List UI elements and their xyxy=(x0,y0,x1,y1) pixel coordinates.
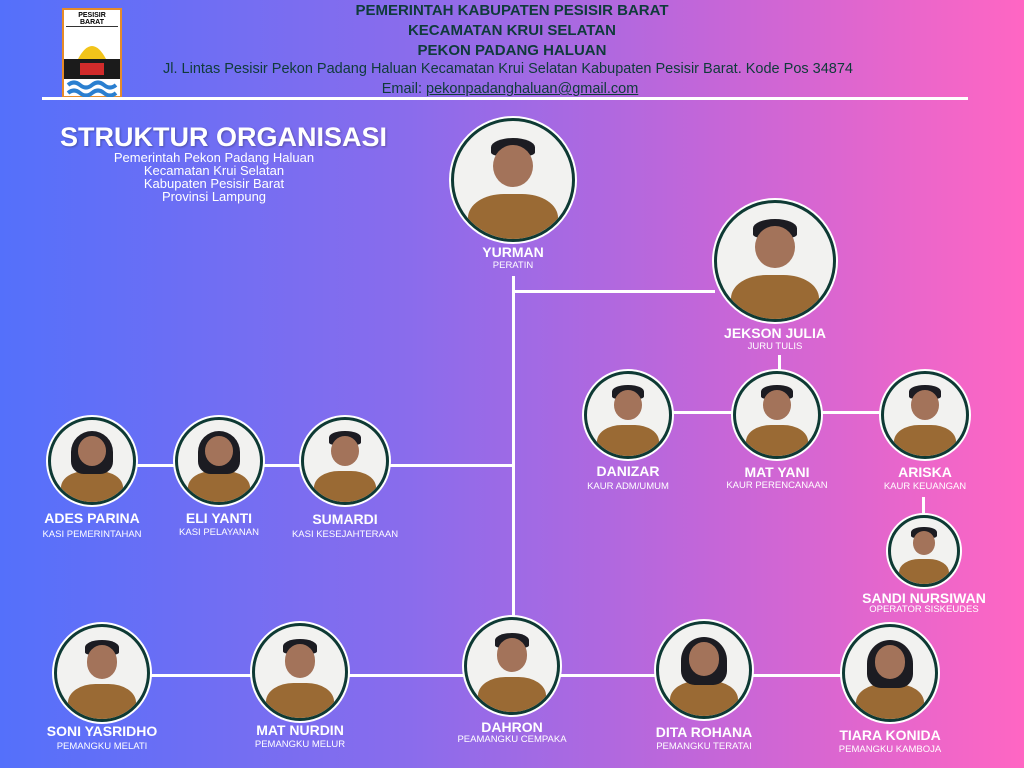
person-body-icon xyxy=(187,470,251,502)
person-body-icon xyxy=(265,683,335,718)
member-name: SUMARDI xyxy=(312,511,378,527)
subtitle-line: Pemerintah Pekon Padang Haluan xyxy=(113,150,315,165)
member-photo xyxy=(48,417,136,505)
member-photo xyxy=(584,371,672,459)
person-head-icon xyxy=(496,638,528,672)
person-body-icon xyxy=(313,470,377,502)
subtitle-line: Kabupaten Pesisir Barat xyxy=(143,176,285,191)
member-name: SANDI NURSIWAN xyxy=(862,590,986,606)
member-role: OPERATOR SISKEUDES xyxy=(869,604,979,615)
connector-line xyxy=(922,497,925,516)
member-name: ARISKA xyxy=(898,464,952,480)
person-body-icon xyxy=(60,470,124,502)
member-photo xyxy=(733,371,821,459)
person-body-icon xyxy=(67,684,137,719)
member-name: ADES PARINA xyxy=(44,510,140,526)
member-photo xyxy=(175,417,263,505)
email-link[interactable]: pekonpadanghaluan@gmail.com xyxy=(426,81,639,97)
member-role: KASI PELAYANAN xyxy=(179,527,259,538)
member-photo xyxy=(842,624,938,722)
member-role: KASI KESEJAHTERAAN xyxy=(291,529,399,540)
page-title: STRUKTUR ORGANISASI xyxy=(60,122,388,152)
connector-line xyxy=(778,355,781,371)
person-body-icon xyxy=(477,677,547,712)
member-role: KAUR ADM/UMUM xyxy=(587,481,669,492)
member-role: PEMANGKU KAMBOJA xyxy=(838,744,942,755)
member-role: PEMANGKU TERATAI xyxy=(656,741,752,752)
member-name: MAT NURDIN xyxy=(256,722,344,738)
member-role: KAUR KEUANGAN xyxy=(883,481,967,492)
member-photo xyxy=(656,621,752,719)
header-email-line: Email: pekonpadanghaluan@gmail.com xyxy=(381,81,639,97)
member-photo xyxy=(464,617,560,715)
person-body-icon xyxy=(468,194,558,239)
person-body-icon xyxy=(898,558,950,584)
member-photo xyxy=(451,118,575,242)
header-line-1: PEMERINTAH KABUPATEN PESISIR BARAT xyxy=(355,2,669,19)
member-name: SONI YASRIDHO xyxy=(46,723,158,739)
person-head-icon xyxy=(86,645,118,679)
header-address: Jl. Lintas Pesisir Pekon Padang Haluan K… xyxy=(163,61,853,77)
member-name: DAHRON xyxy=(481,719,543,735)
person-head-icon xyxy=(911,390,939,420)
member-name: JEKSON JULIA xyxy=(724,325,826,341)
regency-emblem-icon xyxy=(64,46,120,98)
person-head-icon xyxy=(614,390,642,420)
person-head-icon xyxy=(205,436,233,466)
person-body-icon xyxy=(745,424,809,456)
member-name: TIARA KONIDA xyxy=(839,727,941,743)
header-line-3: PEKON PADANG HALUAN xyxy=(417,42,607,59)
person-body-icon xyxy=(596,424,660,456)
person-body-icon xyxy=(893,424,957,456)
member-photo xyxy=(714,200,836,322)
member-role: PERATIN xyxy=(492,260,534,271)
member-name: MAT YANI xyxy=(744,464,810,480)
member-photo xyxy=(54,624,150,722)
subtitle-line: Kecamatan Krui Selatan xyxy=(143,163,285,178)
member-role: PEAMANGKU CEMPAKA xyxy=(457,734,567,745)
member-role: JURU TULIS xyxy=(747,341,803,352)
member-role: PEMANGKU MELATI xyxy=(56,741,148,752)
regency-logo: PESISIR BARAT xyxy=(62,8,122,98)
member-photo xyxy=(252,623,348,721)
person-body-icon xyxy=(855,684,925,719)
header-divider xyxy=(42,97,968,100)
person-head-icon xyxy=(874,645,906,679)
header-line-2: KECAMATAN KRUI SELATAN xyxy=(407,22,617,39)
person-head-icon xyxy=(688,642,720,676)
member-name: DITA ROHANA xyxy=(655,724,753,740)
member-name: DANIZAR xyxy=(596,463,660,479)
member-photo xyxy=(301,417,389,505)
person-body-icon xyxy=(730,274,820,319)
person-head-icon xyxy=(492,144,534,188)
member-name: YURMAN xyxy=(482,244,544,260)
connector-line xyxy=(513,290,715,293)
person-head-icon xyxy=(912,531,936,555)
person-head-icon xyxy=(284,644,316,678)
person-body-icon xyxy=(669,681,739,716)
person-head-icon xyxy=(755,226,795,268)
connector-line xyxy=(512,276,515,622)
person-head-icon xyxy=(763,390,791,420)
member-name: ELI YANTI xyxy=(185,510,253,526)
member-role: KASI PEMERINTAHAN xyxy=(42,529,142,540)
member-photo xyxy=(888,515,960,587)
member-photo xyxy=(881,371,969,459)
member-role: KAUR PERENCANAAN xyxy=(726,480,828,491)
subtitle-line: Provinsi Lampung xyxy=(161,189,267,204)
person-head-icon xyxy=(331,436,359,466)
person-head-icon xyxy=(78,436,106,466)
member-role: PEMANGKU MELUR xyxy=(254,739,346,750)
